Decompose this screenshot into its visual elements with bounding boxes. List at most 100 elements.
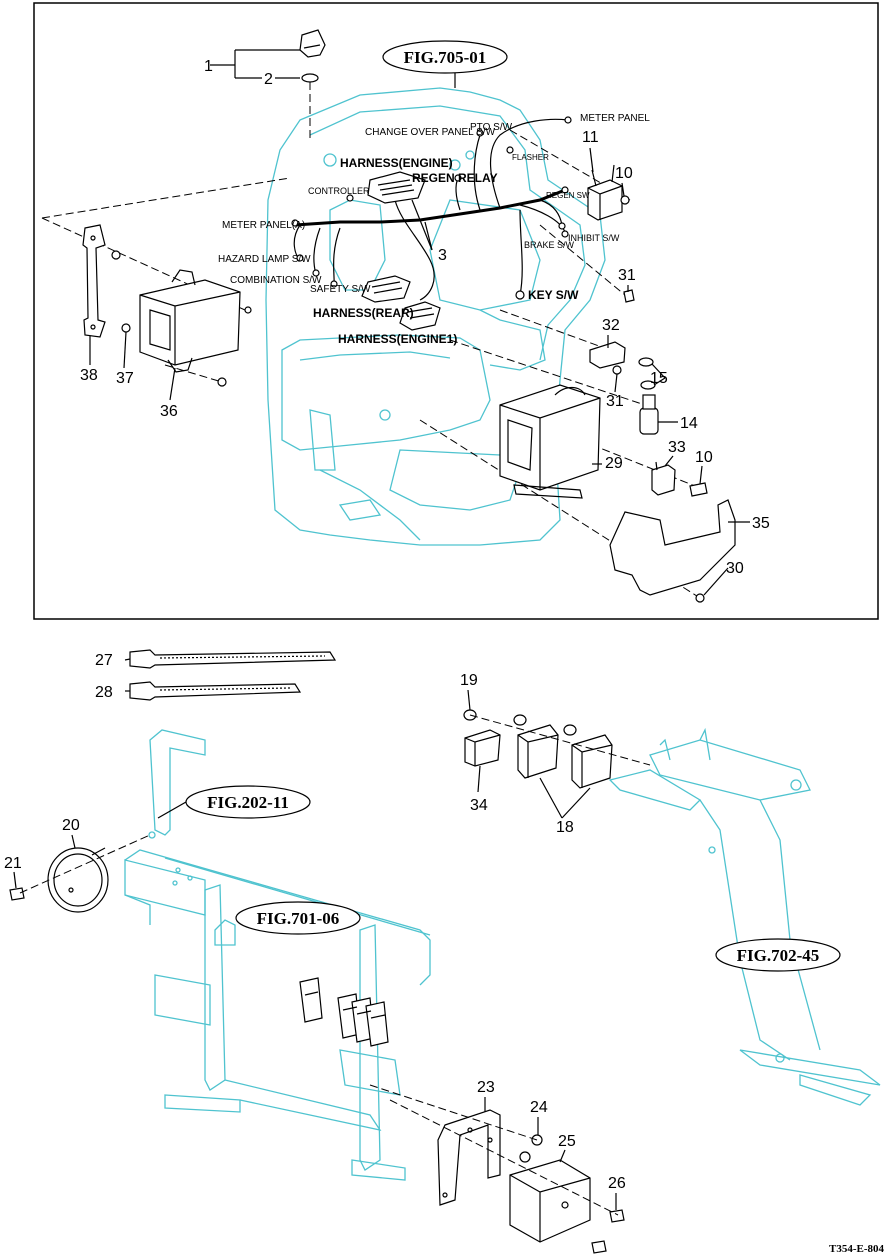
harness-engine1-connector xyxy=(399,301,441,331)
svg-text:BRAKE S/W: BRAKE S/W xyxy=(524,240,575,250)
right-pedal-frame xyxy=(608,727,881,1106)
svg-text:34: 34 xyxy=(470,797,488,814)
svg-text:31: 31 xyxy=(606,393,624,410)
svg-text:26: 26 xyxy=(608,1175,626,1192)
svg-text:10: 10 xyxy=(695,449,713,466)
part-1-switch xyxy=(299,29,326,58)
harness-rear-connector xyxy=(361,275,411,303)
part-33-relay xyxy=(651,461,676,496)
svg-text:38: 38 xyxy=(80,367,98,384)
guide-26 xyxy=(389,1099,619,1216)
svg-text:37: 37 xyxy=(116,370,134,387)
svg-text:14: 14 xyxy=(680,415,698,432)
bolt-36a xyxy=(244,306,252,314)
part-28-cable-tie xyxy=(129,681,302,701)
svg-text:1: 1 xyxy=(204,58,213,75)
bolt-10a xyxy=(620,195,630,205)
svg-text:23: 23 xyxy=(477,1079,495,1096)
bolt-36b xyxy=(217,377,227,387)
svg-text:SAFETY S/W: SAFETY S/W xyxy=(310,284,371,295)
svg-text:20: 20 xyxy=(62,817,80,834)
bolt-21 xyxy=(9,887,25,901)
svg-text:24: 24 xyxy=(530,1099,548,1116)
bolt-26a xyxy=(609,1209,625,1223)
svg-text:19: 19 xyxy=(460,672,478,689)
bolt-31a xyxy=(623,289,635,303)
svg-text:21: 21 xyxy=(4,855,22,872)
fig-ref-frame: FIG.202-11 xyxy=(157,785,311,819)
guide-38-top xyxy=(41,177,291,219)
part-14-switch xyxy=(639,394,659,435)
drawing-code: T354-E-804 xyxy=(829,1243,885,1255)
guide-14 xyxy=(449,339,646,406)
part-34-relay xyxy=(464,729,501,767)
svg-text:25: 25 xyxy=(558,1133,576,1150)
part-11-relay xyxy=(587,164,623,221)
svg-text:HARNESS(ENGINE): HARNESS(ENGINE) xyxy=(340,156,453,170)
svg-text:REGEN SW: REGEN SW xyxy=(546,191,590,200)
svg-text:METER PANEL(A): METER PANEL(A) xyxy=(222,220,305,231)
svg-text:PTO S/W: PTO S/W xyxy=(470,122,513,133)
svg-text:FIG.202-11: FIG.202-11 xyxy=(207,793,289,812)
nut-18b xyxy=(563,724,577,736)
fuse-holders xyxy=(299,977,389,1047)
wire-harness xyxy=(293,118,569,301)
bolt-31b xyxy=(612,365,622,375)
svg-text:15: 15 xyxy=(650,370,668,387)
svg-text:32: 32 xyxy=(602,317,620,334)
part-25-box xyxy=(509,1159,591,1243)
harness-clips xyxy=(291,116,572,300)
svg-text:FLASHER: FLASHER xyxy=(512,153,549,162)
svg-text:FIG.702-45: FIG.702-45 xyxy=(737,946,820,965)
guide-32 xyxy=(499,309,611,351)
part-18-relay-a xyxy=(517,724,559,779)
fig-ref-pedal: FIG.702-45 xyxy=(715,938,841,972)
guide-19 xyxy=(469,714,651,766)
svg-text:31: 31 xyxy=(618,267,636,284)
nut-18a xyxy=(513,714,527,726)
svg-text:REGEN RELAY: REGEN RELAY xyxy=(412,171,498,185)
svg-text:FIG.701-06: FIG.701-06 xyxy=(257,909,340,928)
part-38-bracket xyxy=(82,224,106,338)
fig-ref-bracket: FIG.701-06 xyxy=(235,901,361,935)
left-frame xyxy=(124,729,431,1181)
harness-engine-connector xyxy=(367,171,426,204)
svg-text:2: 2 xyxy=(264,71,273,88)
bolt-37 xyxy=(121,323,131,333)
leader-lines xyxy=(13,147,750,1210)
part-29-ecu xyxy=(499,384,601,499)
part-36-controller xyxy=(139,269,241,373)
nut-24b xyxy=(519,1151,531,1163)
nut-15a xyxy=(638,357,654,367)
svg-text:HARNESS(ENGINE1): HARNESS(ENGINE1) xyxy=(338,332,457,346)
bolt-10b xyxy=(689,482,708,497)
svg-text:CONTROLLER: CONTROLLER xyxy=(308,186,370,196)
svg-text:3: 3 xyxy=(438,247,447,264)
part-18-relay-b xyxy=(571,734,613,789)
callout-numbers: 1 2 3 11 10 31 32 15 31 14 33 10 29 35 3… xyxy=(4,58,770,1192)
svg-text:FIG.705-01: FIG.705-01 xyxy=(404,48,487,67)
svg-text:HARNESS(REAR): HARNESS(REAR) xyxy=(313,306,414,320)
harness-labels: METER PANEL CHANGE OVER PANEL S/W PTO S/… xyxy=(218,113,650,346)
svg-text:INHIBIT S/W: INHIBIT S/W xyxy=(568,233,620,243)
part-32-bracket xyxy=(589,341,626,369)
svg-text:CHANGE OVER PANEL S/W: CHANGE OVER PANEL S/W xyxy=(365,127,496,138)
figure-border xyxy=(33,2,879,620)
part-35-cover xyxy=(609,499,736,596)
bolt-26b xyxy=(591,1240,607,1254)
svg-text:HAZARD LAMP S/W: HAZARD LAMP S/W xyxy=(218,254,311,265)
guide-10 xyxy=(579,439,701,489)
svg-text:COMBINATION S/W: COMBINATION S/W xyxy=(230,275,322,286)
svg-text:27: 27 xyxy=(95,652,113,669)
fig-ref-main: FIG.705-01 xyxy=(382,40,508,88)
svg-text:33: 33 xyxy=(668,439,686,456)
svg-text:30: 30 xyxy=(726,560,744,577)
part-27-cable-tie xyxy=(129,649,337,669)
guide-36 xyxy=(164,364,223,383)
svg-text:29: 29 xyxy=(605,455,623,472)
part-2-washer xyxy=(301,73,319,83)
svg-text:35: 35 xyxy=(752,515,770,532)
svg-text:10: 10 xyxy=(615,165,633,182)
guide-31 xyxy=(539,224,626,296)
